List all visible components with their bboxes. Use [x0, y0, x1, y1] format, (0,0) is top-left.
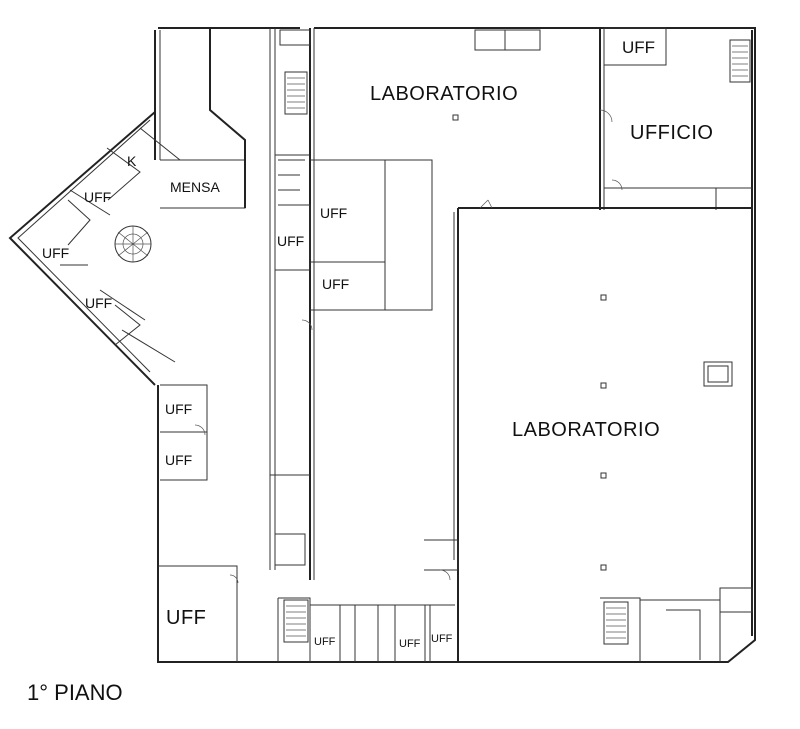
room-uff-center-2-label: UFF [277, 233, 304, 249]
room-uff-left-2-label: UFF [165, 452, 192, 468]
lab-main-walls [424, 207, 753, 662]
central-offices [270, 28, 433, 580]
room-uff-center-3-label: UFF [322, 276, 349, 292]
room-ufficio-label: UFFICIO [630, 122, 714, 144]
room-mensa-label: MENSA [170, 179, 220, 195]
room-uff-bottom-3-label: UFF [431, 633, 453, 645]
structural-columns [452, 114, 607, 571]
room-uff-bottom-1-label: UFF [314, 636, 336, 648]
room-uff-left-1-label: UFF [165, 401, 192, 417]
room-lab-main-label: LABORATORIO [512, 419, 660, 441]
room-uff-wing-2-label: UFF [42, 245, 69, 261]
floor-label: 1° PIANO [27, 680, 123, 705]
room-uff-bottom-left-label: UFF [166, 607, 206, 629]
staircases [283, 39, 751, 645]
room-k-label: K [127, 153, 137, 169]
room-uff-center-1-label: UFF [320, 205, 347, 221]
west-wing-walls [8, 111, 246, 386]
room-lab-top-label: LABORATORIO [370, 83, 518, 105]
room-uff-top-right-label: UFF [622, 38, 655, 57]
room-labels: LABORATORIO LABORATORIO UFFICIO UFF MENS… [42, 38, 714, 650]
left-corridor [158, 28, 310, 662]
room-uff-wing-3-label: UFF [85, 295, 112, 311]
bottom-offices [277, 597, 455, 662]
lab-top-walls [279, 27, 752, 210]
door-swings [194, 109, 623, 584]
room-uff-bottom-2-label: UFF [399, 638, 421, 650]
room-uff-wing-1-label: UFF [84, 189, 111, 205]
